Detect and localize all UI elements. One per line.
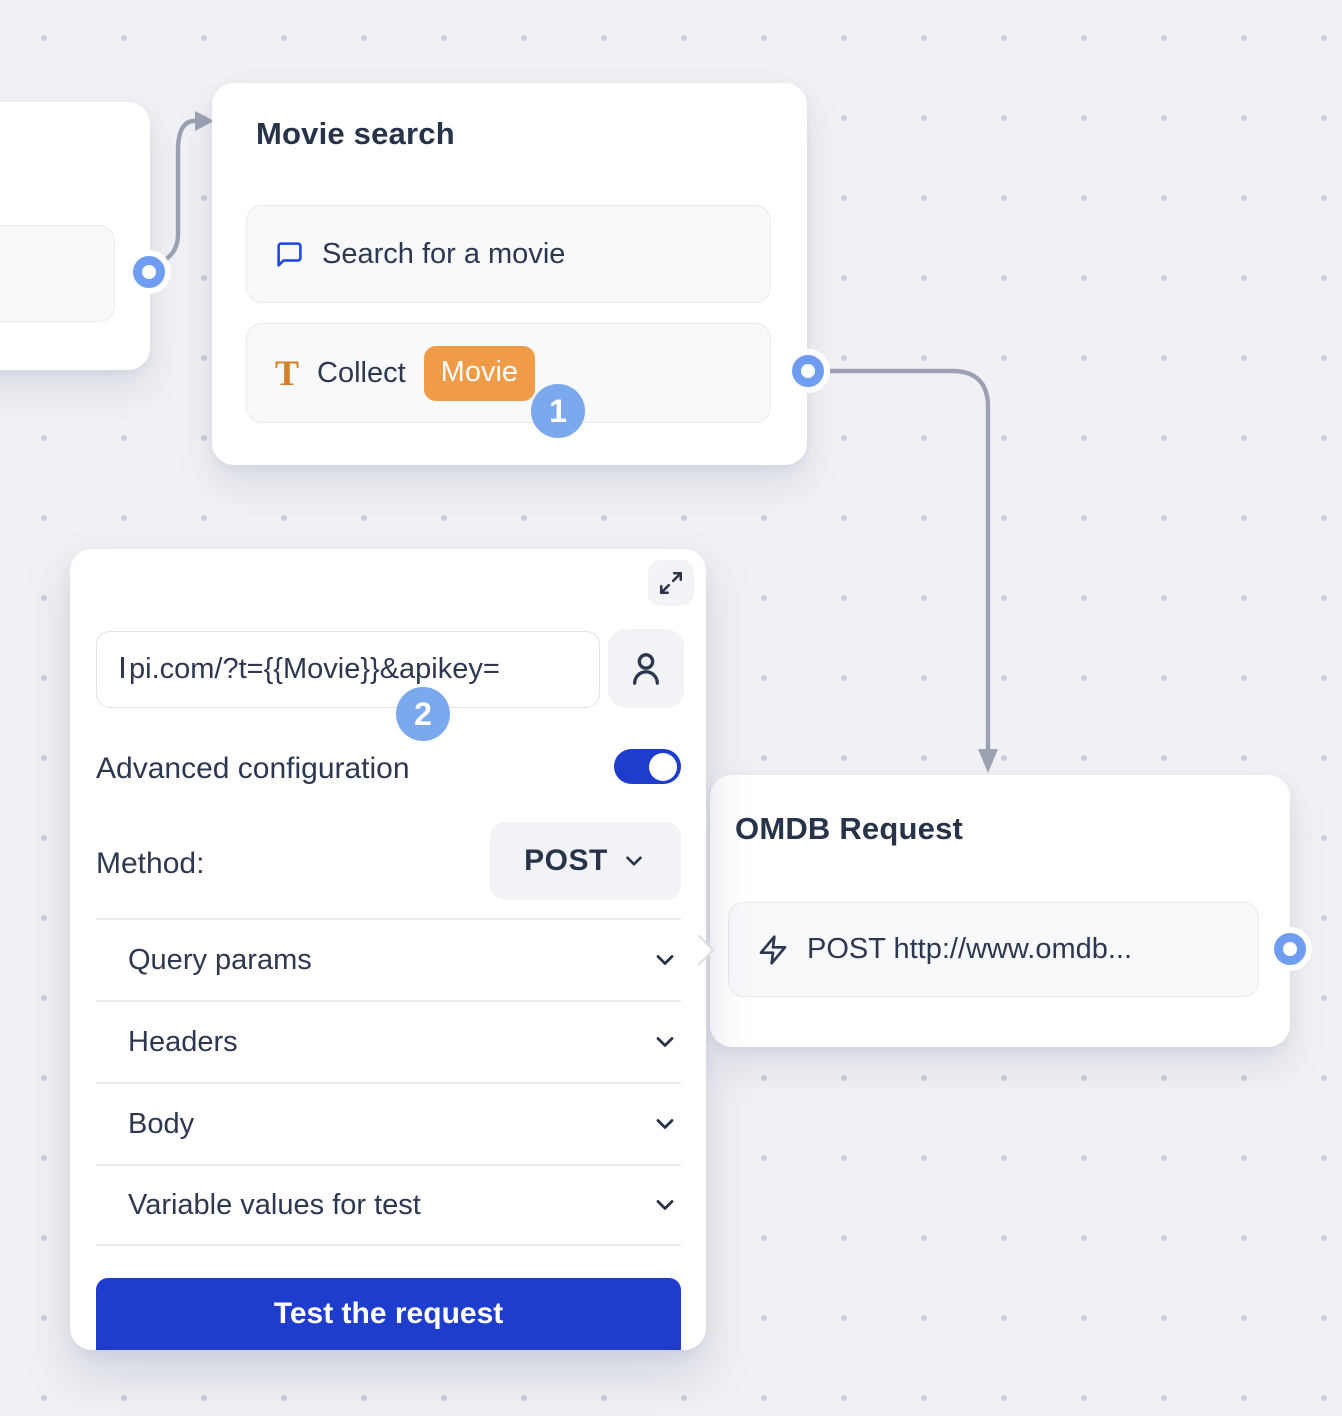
chevron-down-icon [651, 1110, 679, 1138]
block-label: POST http://www.omdb... [807, 933, 1133, 965]
accordion-label: Headers [128, 1025, 238, 1058]
accordion-label: Variable values for test [128, 1188, 421, 1221]
method-dropdown[interactable]: POST [490, 822, 681, 900]
accordion-headers[interactable]: Headers [96, 1000, 681, 1082]
block-search-for-movie[interactable]: Search for a movie [246, 205, 771, 303]
accordion-label: Query params [128, 943, 312, 976]
test-request-button[interactable]: Test the request [96, 1278, 681, 1350]
chevron-down-icon [651, 1191, 679, 1219]
partial-left-node[interactable] [0, 102, 150, 370]
output-port-left-node[interactable] [133, 256, 165, 288]
block-label: Collect [317, 356, 406, 389]
expand-button[interactable] [648, 560, 694, 606]
webhook-editor-panel: pi.com/?t={{Movie}}&apikey= Advanced con… [70, 549, 706, 1350]
url-input[interactable]: pi.com/?t={{Movie}}&apikey= [96, 631, 600, 708]
expand-icon [658, 570, 684, 596]
accordion-query-params[interactable]: Query params [96, 918, 681, 1000]
advanced-configuration-toggle[interactable] [614, 749, 681, 784]
arrowhead-down [978, 749, 998, 773]
chat-bubble-icon [275, 240, 304, 269]
step-badge-2: 2 [396, 687, 450, 741]
partial-left-node-item[interactable] [0, 225, 115, 322]
method-label: Method: [96, 847, 205, 880]
block-label: Search for a movie [322, 237, 566, 270]
text-input-icon: T [275, 353, 300, 393]
config-accordion: Query params Headers Body Variable value… [96, 918, 681, 1246]
person-icon [626, 649, 666, 689]
chevron-down-icon [621, 848, 647, 874]
chevron-down-icon [651, 1028, 679, 1056]
node-omdb-request[interactable]: OMDB Request POST http://www.omdb... [710, 775, 1290, 1047]
chevron-down-icon [651, 946, 679, 974]
accordion-body[interactable]: Body [96, 1082, 681, 1164]
block-webhook-post[interactable]: POST http://www.omdb... [728, 902, 1259, 997]
node-title: Movie search [256, 116, 455, 151]
insert-variable-button[interactable] [608, 629, 684, 708]
node-movie-search[interactable]: Movie search Search for a movie T Collec… [212, 83, 807, 465]
accordion-label: Body [128, 1107, 195, 1140]
connector-movie-search-to-omdb [821, 368, 991, 753]
block-collect-movie[interactable]: T Collect Movie [246, 323, 771, 423]
variable-tag-movie[interactable]: Movie [423, 345, 536, 401]
advanced-configuration-label: Advanced configuration [96, 752, 410, 785]
accordion-variable-values[interactable]: Variable values for test [96, 1164, 681, 1246]
method-value: POST [524, 844, 608, 877]
step-badge-1: 1 [531, 384, 585, 438]
node-title: OMDB Request [735, 811, 964, 846]
output-port-movie-search[interactable] [792, 355, 824, 387]
output-port-omdb-request[interactable] [1274, 933, 1306, 965]
lightning-icon [757, 934, 789, 966]
connector-left-to-movie-search [154, 118, 197, 267]
toggle-knob [649, 752, 677, 781]
url-input-value: pi.com/?t={{Movie}}&apikey= [121, 653, 500, 686]
